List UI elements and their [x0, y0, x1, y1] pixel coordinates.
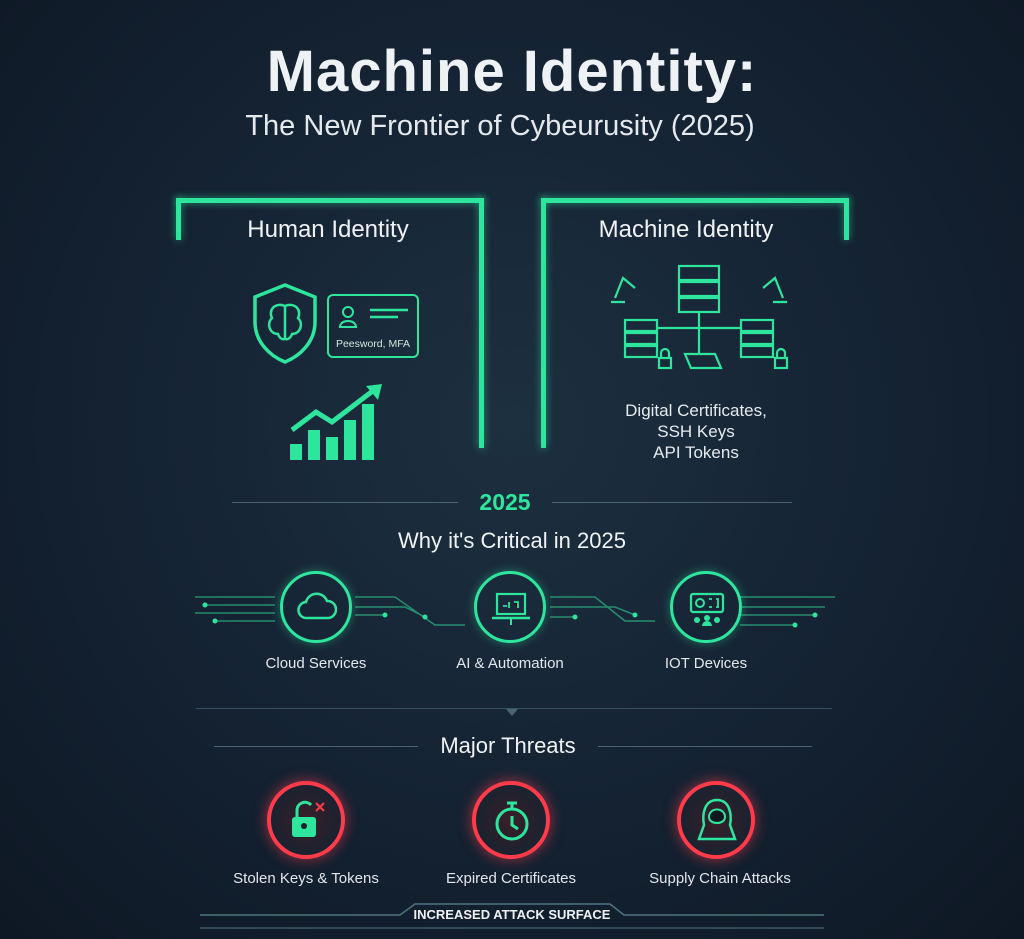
cloud-icon — [297, 592, 337, 620]
footer-badge-frame — [200, 903, 824, 929]
id-card-icon: Peesword, MFA — [327, 294, 419, 358]
iot-device-icon — [689, 592, 725, 626]
stolen-keys-label: Stolen Keys & Tokens — [233, 870, 379, 887]
threat-circle — [677, 781, 755, 859]
hooded-hacker-icon — [697, 798, 737, 841]
iot-devices-label: IOT Devices — [664, 655, 748, 672]
stopwatch-icon — [495, 801, 529, 841]
page-title: Machine Identity: — [266, 39, 758, 104]
threats-title: Major Threats — [440, 733, 576, 758]
divider-arrow — [506, 709, 518, 716]
year-label: 2025 — [479, 489, 531, 515]
bracket-top — [176, 198, 484, 203]
bracket-left — [176, 198, 181, 240]
laptop-icon — [492, 592, 530, 625]
human-identity-title: Human Identity — [247, 216, 409, 243]
threat-circle — [267, 781, 345, 859]
circuit-lines-decoration — [195, 596, 835, 628]
machine-identity-types: Digital Certificates, SSH Keys API Token… — [596, 400, 796, 463]
type-certificates: Digital Certificates, — [625, 401, 767, 420]
machine-identity-title: Machine Identity — [598, 216, 774, 243]
type-ssh-keys: SSH Keys — [657, 422, 735, 441]
critical-title: Why it's Critical in 2025 — [398, 528, 626, 553]
iot-icon-circle — [670, 571, 742, 643]
bracket-right — [844, 198, 849, 240]
page-subtitle: The New Frontier of Cybeurusity (2025) — [245, 110, 755, 142]
supply-chain-label: Supply Chain Attacks — [649, 870, 791, 887]
bracket-top — [541, 198, 849, 203]
id-card-text: Peesword, MFA — [335, 338, 411, 350]
bracket-right — [479, 198, 484, 448]
type-api-tokens: API Tokens — [653, 443, 739, 462]
footer-badge: INCREASED ATTACK SURFACE — [413, 907, 611, 922]
expired-certificates-label: Expired Certificates — [445, 870, 577, 887]
growth-chart-icon — [290, 384, 382, 460]
shield-brain-icon — [253, 283, 317, 364]
servers-network-icon — [611, 264, 789, 370]
threats-divider-left — [214, 746, 418, 747]
threat-circle — [472, 781, 550, 859]
unlocked-padlock-icon — [292, 800, 325, 837]
divider-right — [552, 502, 792, 503]
ai-automation-label: AI & Automation — [456, 655, 564, 672]
cloud-icon-circle — [280, 571, 352, 643]
bracket-left — [541, 198, 546, 448]
section-divider — [196, 708, 832, 709]
threats-divider-right — [598, 746, 812, 747]
laptop-icon-circle — [474, 571, 546, 643]
divider-left — [232, 502, 458, 503]
cloud-services-label: Cloud Services — [265, 655, 367, 672]
